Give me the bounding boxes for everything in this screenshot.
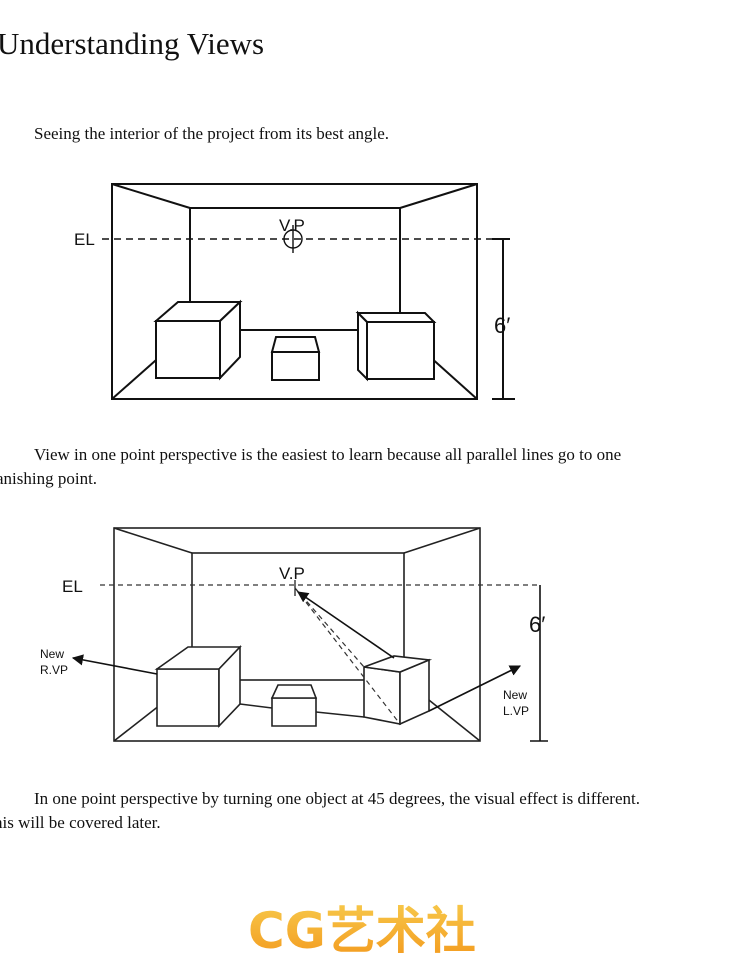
height-label: 6′	[529, 612, 545, 637]
arrow-to-right-vp	[71, 654, 158, 675]
paragraph-rotated-line2: his will be covered later.	[0, 813, 161, 832]
watermark-text: CG艺术社	[248, 902, 476, 956]
vanishing-point-label: V.P	[279, 564, 305, 583]
watermark-logo: CG艺术社	[248, 900, 498, 960]
right-vp-label-line1: New	[40, 647, 64, 661]
eye-level-label: EL	[62, 577, 83, 596]
figure-rotated-object-perspective: EL V.P 6′	[28, 512, 558, 760]
left-vp-label-line2: L.VP	[503, 704, 529, 718]
paragraph-one-point-line2: anishing point.	[0, 469, 98, 488]
arrow-to-left-vp	[428, 665, 522, 712]
vanishing-point-label: V.P	[279, 216, 305, 235]
box-right	[355, 310, 437, 382]
box-center	[270, 684, 318, 727]
height-label: 6′	[494, 313, 510, 338]
eye-level-label: EL	[74, 230, 95, 249]
paragraph-rotated-line1: In one point perspective by turning one …	[34, 789, 640, 808]
room-back-wall	[189, 207, 401, 331]
box-left	[153, 299, 243, 381]
box-left	[154, 645, 242, 728]
paragraph-one-point-line1: View in one point perspective is the eas…	[34, 445, 622, 464]
vanishing-point-marker	[283, 225, 303, 253]
arrow-to-vp	[297, 591, 395, 659]
box-rotated	[363, 655, 433, 726]
figure-one-point-perspective: EL V.P 6′	[60, 165, 530, 415]
room-back-wall	[191, 552, 405, 681]
paragraph-intro: Seeing the interior of the project from …	[34, 124, 390, 143]
room-outer-frame	[113, 527, 481, 742]
box-center	[270, 336, 321, 381]
room-outer-frame	[111, 183, 478, 400]
page-title: Understanding Views	[0, 26, 265, 61]
left-vp-label-line1: New	[503, 688, 527, 702]
right-vp-label-line2: R.VP	[40, 663, 68, 677]
